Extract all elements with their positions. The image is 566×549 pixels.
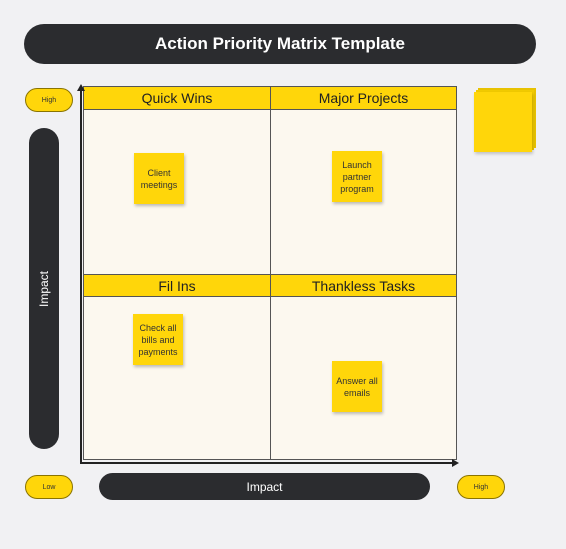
quick-wins-label: Quick Wins — [141, 90, 213, 106]
x-axis-line — [80, 462, 455, 464]
sticky-note-bills[interactable]: Check all bills and payments — [133, 314, 183, 365]
quadrant-header-major-projects: Major Projects — [271, 87, 456, 110]
high-top-label: High — [41, 96, 57, 104]
sticky-note-text: Launch partner program — [340, 159, 374, 194]
y-axis-line — [80, 88, 82, 464]
title-bar: Action Priority Matrix Template — [24, 24, 536, 64]
low-label: Low — [42, 483, 56, 491]
sticky-note-launch[interactable]: Launch partner program — [332, 151, 382, 202]
matrix-divider — [270, 87, 271, 459]
sticky-note-text: Check all bills and payments — [138, 322, 178, 357]
high-right-label: High — [473, 483, 489, 491]
thankless-tasks-label: Thankless Tasks — [311, 277, 416, 294]
quadrant-header-fill-ins: Fil Ins — [84, 274, 270, 297]
vertical-axis-label: Impact — [37, 270, 51, 307]
high-right-pill: High — [457, 475, 505, 499]
sticky-note-text: Client meetings — [140, 167, 178, 190]
stack-sheet — [474, 92, 532, 152]
sticky-note-client[interactable]: Client meetings — [134, 153, 184, 204]
horizontal-axis-label: Impact — [246, 479, 283, 494]
vertical-impact-bar: Impact — [29, 128, 59, 449]
horizontal-impact-bar: Impact — [99, 473, 430, 500]
sticky-note-text: Answer all emails — [336, 375, 378, 398]
sticky-note-emails[interactable]: Answer all emails — [332, 361, 382, 412]
quadrant-header-quick-wins: Quick Wins — [84, 87, 270, 110]
low-pill: Low — [25, 475, 73, 499]
arrow-right-icon — [452, 459, 459, 467]
page-title: Action Priority Matrix Template — [154, 34, 405, 53]
major-projects-label: Major Projects — [318, 90, 409, 106]
high-top-pill: High — [25, 88, 73, 112]
fill-ins-label: Fil Ins — [158, 277, 196, 294]
priority-matrix: Quick Wins Major Projects Fil Ins Thankl… — [83, 86, 457, 460]
arrow-up-icon — [77, 84, 85, 91]
quadrant-header-thankless-tasks: Thankless Tasks — [271, 274, 456, 297]
